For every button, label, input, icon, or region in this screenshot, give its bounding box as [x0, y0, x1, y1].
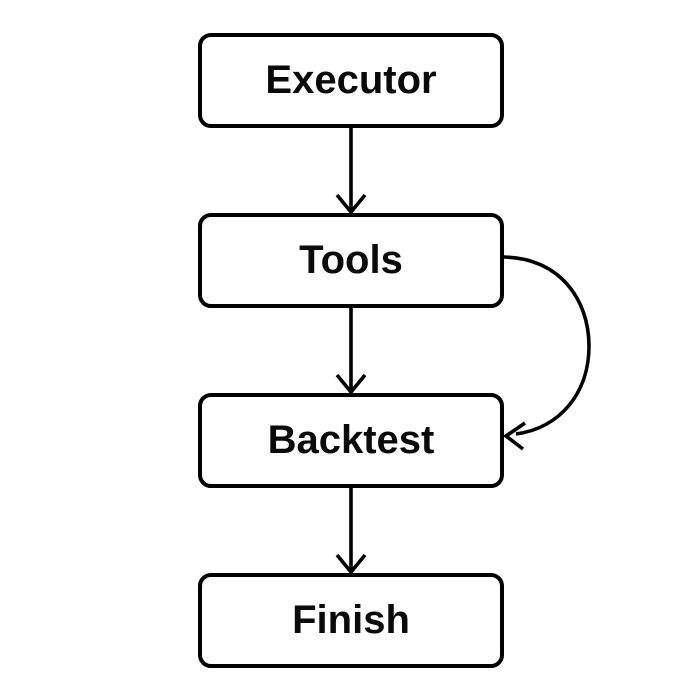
edge-shaft-curved	[503, 255, 591, 436]
node-backtest: Backtest	[198, 393, 504, 488]
arrowhead-down-icon	[335, 553, 367, 575]
edge-backtest-to-finish	[335, 488, 367, 575]
arrowhead-left-icon	[502, 421, 527, 451]
node-finish-label: Finish	[292, 598, 410, 642]
node-executor: Executor	[198, 33, 504, 128]
arrowhead-down-icon	[335, 373, 367, 395]
edge-tools-to-backtest	[335, 307, 367, 395]
node-tools: Tools	[198, 213, 504, 308]
node-finish: Finish	[198, 573, 504, 668]
node-executor-label: Executor	[265, 58, 437, 102]
node-backtest-label: Backtest	[267, 418, 435, 462]
edge-executor-to-tools	[335, 127, 367, 215]
edge-tools-to-backtest-curved	[502, 255, 591, 451]
arrowhead-down-icon	[335, 193, 367, 215]
node-tools-label: Tools	[299, 238, 403, 282]
